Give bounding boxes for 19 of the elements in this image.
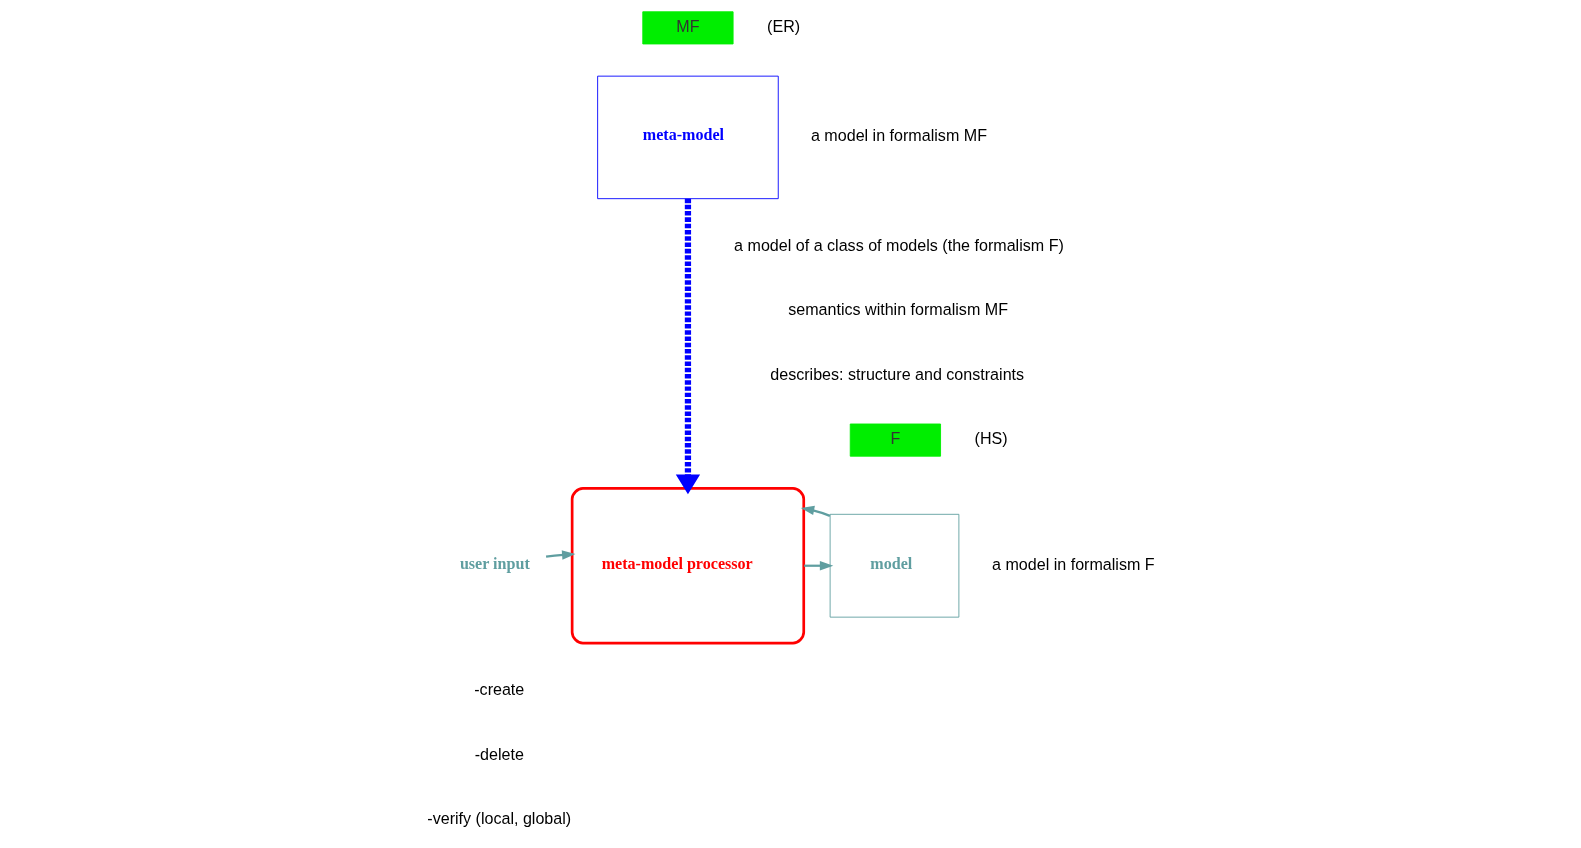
node-label: a model in formalism MF (810, 126, 987, 145)
node-box: meta-model processor (570, 487, 805, 645)
node-label: a model in formalism F (991, 554, 1155, 573)
node-box: model (829, 513, 959, 618)
arrow (675, 198, 700, 495)
node-label: (HS) (974, 429, 1008, 448)
node-box: MF (641, 11, 734, 45)
node-box: F (849, 423, 941, 457)
arrow (545, 550, 575, 560)
node-text: user input (459, 554, 530, 572)
label: -delete (474, 744, 524, 763)
label: a model of a class of models (the formalism F) (733, 235, 1064, 254)
label: -verify (local, global) (426, 809, 571, 828)
arrow (800, 505, 830, 517)
node-box: meta-model (596, 75, 779, 200)
label: semantics within formalism MF (787, 300, 1008, 319)
node-label: (ER) (766, 16, 800, 35)
label: -create (473, 680, 524, 699)
label: describes: structure and constraints (769, 364, 1024, 383)
